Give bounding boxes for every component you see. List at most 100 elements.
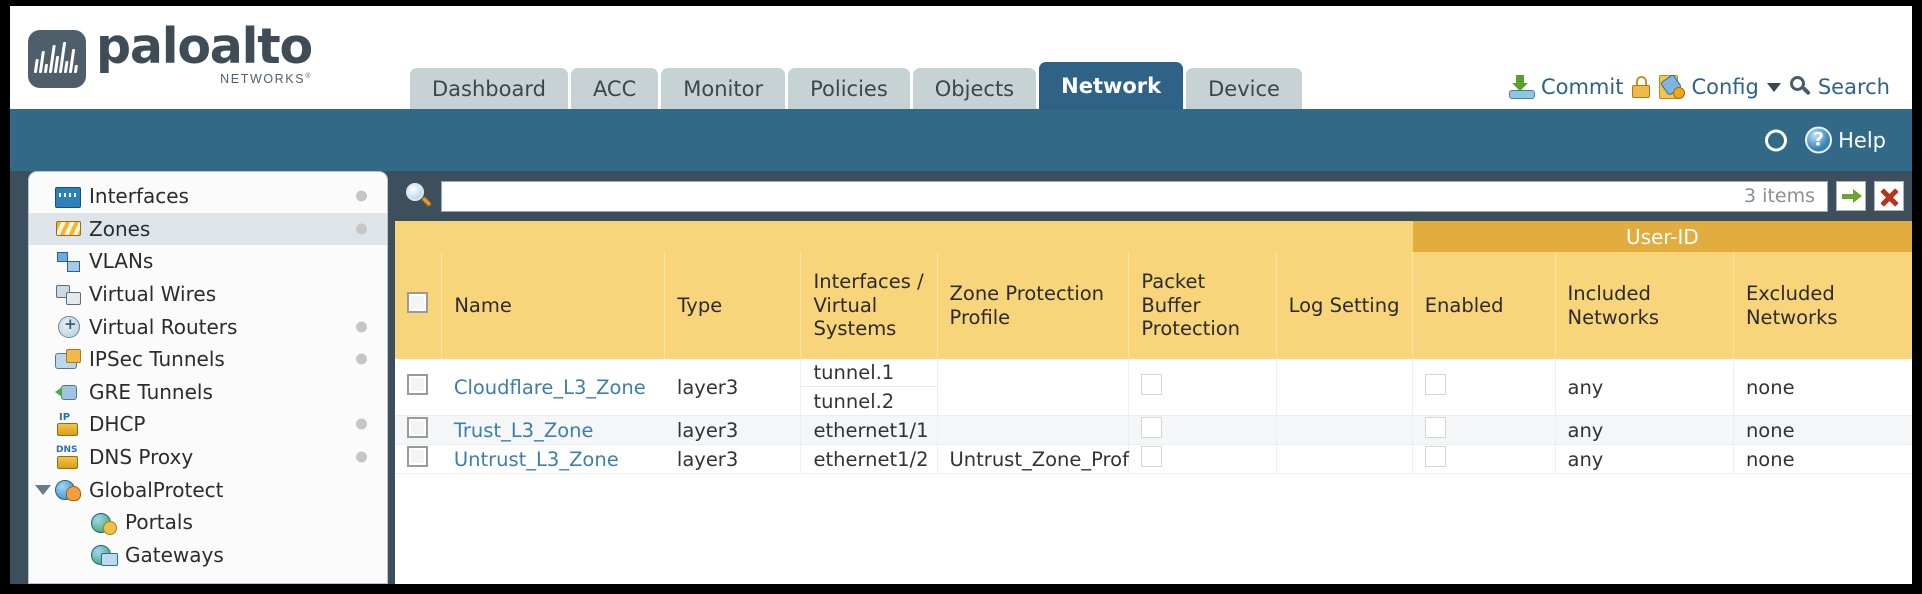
sidebar-item-label: GRE Tunnels xyxy=(89,379,213,404)
column-header-packet-buffer-protection[interactable]: Packet Buffer Protection xyxy=(1128,252,1277,359)
tab-objects[interactable]: Objects xyxy=(912,68,1037,109)
help-label: Help xyxy=(1838,128,1886,152)
search-input[interactable] xyxy=(454,185,1737,207)
config-icon xyxy=(1659,73,1686,99)
tab-monitor[interactable]: Monitor xyxy=(661,68,786,109)
cell-userid-enabled xyxy=(1411,415,1555,445)
interfaces-icon xyxy=(55,187,81,209)
sidebar-item-dhcp[interactable]: DHCP xyxy=(29,408,387,441)
column-header-log-setting[interactable]: Log Setting xyxy=(1275,252,1413,359)
cell-type: layer3 xyxy=(664,415,801,445)
table-row[interactable]: Untrust_L3_Zone layer3 ethernet1/2 Untru… xyxy=(395,444,1912,474)
search-field-wrapper[interactable]: 3 items xyxy=(441,180,1828,212)
tab-policies[interactable]: Policies xyxy=(788,68,910,109)
sidebar-item-label: Virtual Routers xyxy=(89,314,238,339)
row-select-cell xyxy=(395,444,442,474)
status-dot xyxy=(356,223,367,235)
row-checkbox[interactable] xyxy=(407,417,428,438)
group-header-userid: User-ID xyxy=(1411,221,1912,252)
cell-included-networks: any xyxy=(1554,444,1734,474)
interface-entry: tunnel.1 xyxy=(801,359,937,387)
column-header-included-networks[interactable]: Included Networks xyxy=(1554,252,1734,359)
help-icon: ? xyxy=(1805,126,1833,154)
cell-name: Trust_L3_Zone xyxy=(441,415,665,445)
tab-dashboard[interactable]: Dashboard xyxy=(410,68,568,109)
tab-network[interactable]: Network xyxy=(1039,62,1184,109)
portals-icon xyxy=(91,512,117,535)
config-menu-button[interactable]: Config xyxy=(1659,73,1781,99)
row-checkbox[interactable] xyxy=(407,446,428,467)
zone-name-link[interactable]: Untrust_L3_Zone xyxy=(453,447,619,471)
zone-name-link[interactable]: Trust_L3_Zone xyxy=(453,418,594,442)
row-checkbox[interactable] xyxy=(407,374,428,395)
apply-filter-button[interactable] xyxy=(1836,181,1866,211)
cell-log-setting xyxy=(1275,415,1413,445)
table-row[interactable]: Cloudflare_L3_Zone layer3 tunnel.1 tunne… xyxy=(395,359,1912,416)
paloalto-logo-mark-icon xyxy=(28,30,86,88)
tab-device[interactable]: Device xyxy=(1186,68,1302,109)
sidebar-item-label: GlobalProtect xyxy=(89,477,224,502)
sidebar-item-virtual-wires[interactable]: Virtual Wires xyxy=(29,278,387,311)
commit-button[interactable]: Commit xyxy=(1508,75,1624,99)
userid-enabled-checkbox[interactable] xyxy=(1424,374,1446,395)
cell-packet-buffer-protection xyxy=(1128,415,1277,445)
cell-packet-buffer-protection xyxy=(1128,359,1277,416)
search-button[interactable]: Search xyxy=(1789,75,1890,99)
select-all-checkbox[interactable] xyxy=(407,292,428,314)
sidebar-item-virtual-routers[interactable]: Virtual Routers xyxy=(29,310,387,343)
chevron-down-icon xyxy=(1766,82,1781,92)
sidebar-item-label: Virtual Wires xyxy=(89,282,217,307)
sidebar-item-globalprotect[interactable]: GlobalProtect xyxy=(29,473,387,506)
packet-buffer-protection-checkbox[interactable] xyxy=(1141,446,1163,467)
search-icon[interactable] xyxy=(405,182,435,210)
table-header-row: Name Type Interfaces / Virtual Systems Z… xyxy=(395,252,1912,359)
globalprotect-icon xyxy=(55,479,81,502)
cell-zone-protection-profile xyxy=(936,415,1129,445)
cell-excluded-networks: none xyxy=(1732,415,1912,445)
column-header-interfaces[interactable]: Interfaces / Virtual Systems xyxy=(800,252,938,359)
sidebar-item-portals[interactable]: Portals xyxy=(29,506,387,539)
sidebar-item-label: Zones xyxy=(89,216,151,241)
sidebar-item-interfaces[interactable]: Interfaces xyxy=(29,180,387,213)
help-button[interactable]: ? Help xyxy=(1805,126,1886,154)
unlock-button[interactable] xyxy=(1632,76,1651,98)
row-select-cell xyxy=(395,359,442,416)
cell-excluded-networks: none xyxy=(1732,444,1912,474)
commit-label: Commit xyxy=(1540,75,1624,99)
cell-userid-enabled xyxy=(1411,444,1555,474)
status-dot xyxy=(356,321,367,333)
column-header-name[interactable]: Name xyxy=(441,252,665,359)
sidebar-item-label: Gateways xyxy=(125,542,224,567)
table-row[interactable]: Trust_L3_Zone layer3 ethernet1/1 xyxy=(395,415,1912,445)
sidebar-item-label: Interfaces xyxy=(89,184,189,209)
column-header-excluded-networks[interactable]: Excluded Networks xyxy=(1732,252,1912,359)
column-header-userid-enabled[interactable]: Enabled xyxy=(1411,252,1555,359)
packet-buffer-protection-checkbox[interactable] xyxy=(1141,417,1163,438)
column-header-zone-protection-profile[interactable]: Zone Protection Profile xyxy=(936,252,1129,359)
sidebar-item-dns-proxy[interactable]: DNS Proxy xyxy=(29,441,387,474)
refresh-icon[interactable] xyxy=(1763,129,1789,151)
column-header-type[interactable]: Type xyxy=(664,252,801,359)
search-icon xyxy=(1789,76,1812,98)
sidebar-item-ipsec-tunnels[interactable]: IPSec Tunnels xyxy=(29,343,387,376)
chevron-down-icon[interactable] xyxy=(35,484,51,495)
network-sidebar: Interfaces Zones VLANs Virtual Wires Vir… xyxy=(28,171,388,584)
secondary-toolbar: ? Help xyxy=(10,109,1912,171)
packet-buffer-protection-checkbox[interactable] xyxy=(1141,374,1163,395)
sidebar-item-gateways[interactable]: Gateways xyxy=(29,539,387,572)
filter-bar: 3 items xyxy=(395,171,1912,221)
userid-enabled-checkbox[interactable] xyxy=(1424,417,1446,438)
sidebar-item-gre-tunnels[interactable]: GRE Tunnels xyxy=(29,376,387,409)
sidebar-item-vlans[interactable]: VLANs xyxy=(29,245,387,278)
app-header: paloalto NETWORKS® Dashboard ACC Monitor… xyxy=(10,6,1912,109)
cell-packet-buffer-protection xyxy=(1128,444,1277,474)
table-group-header-row: User-ID xyxy=(395,221,1912,252)
config-label: Config xyxy=(1691,75,1759,99)
zone-name-link[interactable]: Cloudflare_L3_Zone xyxy=(453,375,646,399)
userid-enabled-checkbox[interactable] xyxy=(1424,446,1446,467)
clear-filter-button[interactable] xyxy=(1874,181,1904,211)
tab-acc[interactable]: ACC xyxy=(570,68,659,109)
cell-zone-protection-profile: Untrust_Zone_Prof xyxy=(936,444,1129,474)
sidebar-item-zones[interactable]: Zones xyxy=(29,212,387,246)
cell-name: Cloudflare_L3_Zone xyxy=(441,359,665,416)
